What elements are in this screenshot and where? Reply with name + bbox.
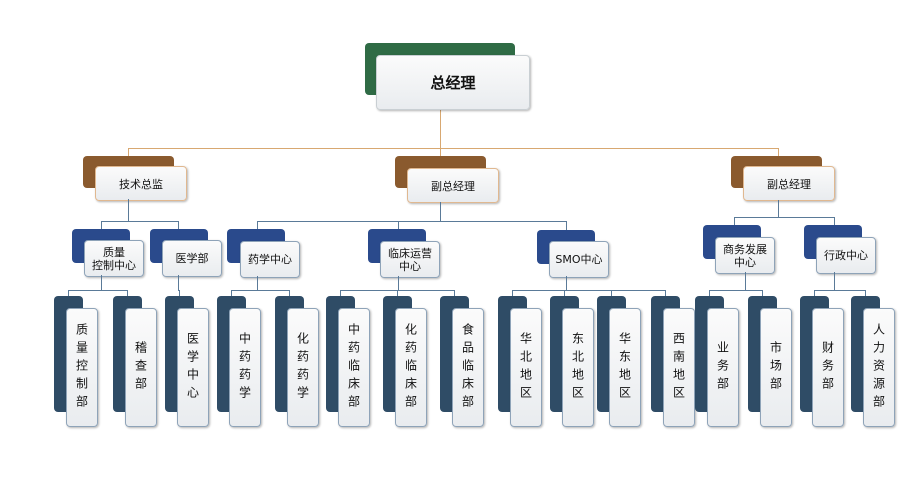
connector-line [734, 217, 735, 227]
node-label: 财务部 [812, 308, 844, 427]
connector-line [745, 272, 746, 290]
connector-line [440, 109, 441, 148]
node-label: 总经理 [376, 55, 530, 110]
node-label: 华北地区 [510, 308, 542, 427]
node-label: 行政中心 [816, 237, 876, 274]
connector-line [397, 290, 398, 297]
connector-line [101, 221, 102, 231]
connector-line [709, 290, 710, 297]
connector-line [834, 217, 835, 227]
node-label: 医学中心 [177, 308, 209, 427]
connector-line [128, 148, 129, 158]
connector-line [398, 221, 399, 231]
connector-line [512, 290, 513, 297]
connector-line [127, 290, 128, 297]
connector-line [178, 275, 179, 290]
connector-line [257, 276, 258, 290]
connector-line [257, 221, 258, 231]
connector-line [257, 221, 567, 222]
node-label: 中药药学 [229, 308, 261, 427]
connector-line [834, 272, 835, 290]
node-label: 西南地区 [663, 308, 695, 427]
connector-line [778, 200, 779, 218]
node-label: 临床运营 中心 [380, 241, 440, 278]
node-label: 质量控制部 [66, 308, 98, 427]
connector-line [128, 148, 779, 149]
connector-line [231, 290, 290, 291]
connector-line [101, 275, 102, 290]
connector-line [566, 221, 567, 231]
connector-line [231, 290, 232, 297]
node-label: 业务部 [707, 308, 739, 427]
node-label: 食品临床部 [452, 308, 484, 427]
connector-line [778, 148, 779, 158]
node-label: 稽查部 [125, 308, 157, 427]
node-label: 药学中心 [240, 241, 300, 278]
connector-line [101, 221, 179, 222]
connector-line [814, 290, 866, 291]
connector-line [440, 148, 441, 158]
node-label: 化药药学 [287, 308, 319, 427]
connector-line [564, 290, 565, 297]
node-label: 中药临床部 [338, 308, 370, 427]
connector-line [709, 290, 763, 291]
connector-line [512, 290, 666, 291]
node-label: 化药临床部 [395, 308, 427, 427]
node-label: 副总经理 [407, 168, 499, 203]
connector-line [665, 290, 666, 297]
connector-line [734, 217, 835, 218]
node-label: 华东地区 [609, 308, 641, 427]
connector-line [68, 290, 69, 297]
connector-line [340, 290, 341, 297]
node-label: 副总经理 [743, 166, 835, 201]
connector-line [440, 202, 441, 222]
connector-line [814, 290, 815, 297]
connector-line [289, 290, 290, 297]
connector-line [454, 290, 455, 297]
connector-line [178, 221, 179, 231]
node-label: 东北地区 [562, 308, 594, 427]
connector-line [566, 276, 567, 290]
node-label: 市场部 [760, 308, 792, 427]
node-label: SMO中心 [549, 241, 609, 278]
connector-line [762, 290, 763, 297]
connector-line [179, 290, 180, 297]
node-label: 质量 控制中心 [84, 240, 144, 277]
connector-line [68, 290, 128, 291]
node-label: 医学部 [162, 240, 222, 277]
connector-line [865, 290, 866, 297]
node-label: 技术总监 [95, 166, 187, 201]
connector-line [398, 276, 399, 290]
node-label: 人力资源部 [863, 308, 895, 427]
connector-line [611, 290, 612, 297]
connector-line [128, 199, 129, 221]
node-label: 商务发展 中心 [715, 237, 775, 274]
